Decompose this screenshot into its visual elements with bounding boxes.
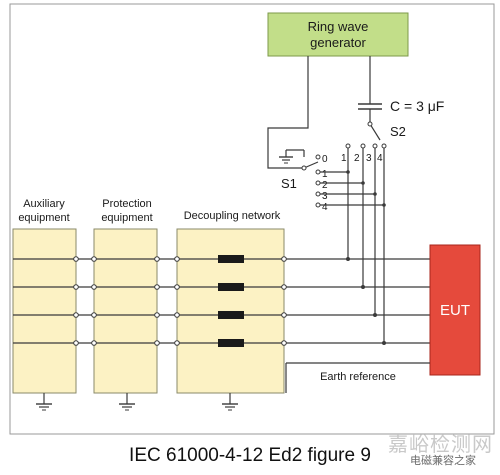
generator-box	[267, 12, 409, 57]
inductor-1	[218, 255, 244, 263]
protection-equipment: Protection equipment	[93, 198, 158, 394]
s1-position-3: 3	[322, 191, 328, 202]
inductor-4	[218, 339, 244, 347]
auxiliary-label-line2: equipment	[18, 212, 69, 224]
s1-ground	[279, 149, 305, 164]
decoupling-network: Decoupling network	[176, 210, 285, 394]
bus-verticals	[347, 148, 385, 343]
protection-box	[93, 228, 158, 394]
watermark-site-name: 嘉峪检测网	[388, 432, 493, 456]
s2-position-3: 3	[366, 153, 372, 164]
capacitor-label: C = 3 μF	[390, 98, 444, 114]
inductor-3	[218, 311, 244, 319]
s2-position-4: 4	[377, 153, 383, 164]
generator-return-wire	[267, 56, 309, 169]
eut: EUT	[429, 244, 481, 376]
capacitor: C = 3 μF	[358, 98, 444, 114]
switch-s1: S1 0 1 2 3 4	[281, 154, 328, 213]
s1-label: S1	[281, 176, 297, 191]
watermark: 嘉峪检测网 电磁兼容之家	[380, 432, 498, 472]
generator-label-line1: Ring wave	[308, 19, 369, 34]
s1-position-4: 4	[322, 202, 328, 213]
protection-label-line2: equipment	[101, 212, 152, 224]
ground-symbol-auxiliary	[36, 393, 52, 411]
s1-position-1: 1	[322, 169, 328, 180]
s1-position-2: 2	[322, 180, 328, 191]
bus-junctions-upper	[346, 170, 386, 207]
diagram-frame	[9, 3, 495, 435]
decoupling-inductors	[218, 255, 244, 347]
bus-junctions-lower	[346, 257, 386, 345]
protection-label-line1: Protection	[102, 198, 152, 210]
s1-position-0: 0	[322, 154, 328, 165]
s2-label: S2	[390, 124, 406, 139]
inductor-2	[218, 283, 244, 291]
eut-label: EUT	[440, 302, 470, 319]
s2-position-2: 2	[354, 153, 360, 164]
ring-wave-generator: Ring wave generator	[267, 12, 409, 57]
ground-symbol-decoupling	[222, 393, 238, 411]
connector-terminals	[73, 256, 287, 346]
auxiliary-box	[12, 228, 77, 394]
ground-symbol-protection	[119, 393, 135, 411]
switch-s2: S2 1 2 3 4	[341, 121, 406, 164]
watermark-tagline: 电磁兼容之家	[410, 454, 476, 467]
earth-reference: Earth reference	[285, 362, 430, 393]
auxiliary-equipment: Auxiliary equipment	[12, 198, 77, 394]
s2-position-1: 1	[341, 153, 347, 164]
generator-label-line2: generator	[310, 35, 366, 50]
auxiliary-label-line1: Auxiliary	[23, 198, 65, 210]
decoupling-label: Decoupling network	[184, 210, 281, 222]
figure-caption: IEC 61000-4-12 Ed2 figure 9	[129, 445, 371, 466]
earth-reference-label: Earth reference	[320, 371, 396, 383]
eut-box	[429, 244, 481, 376]
